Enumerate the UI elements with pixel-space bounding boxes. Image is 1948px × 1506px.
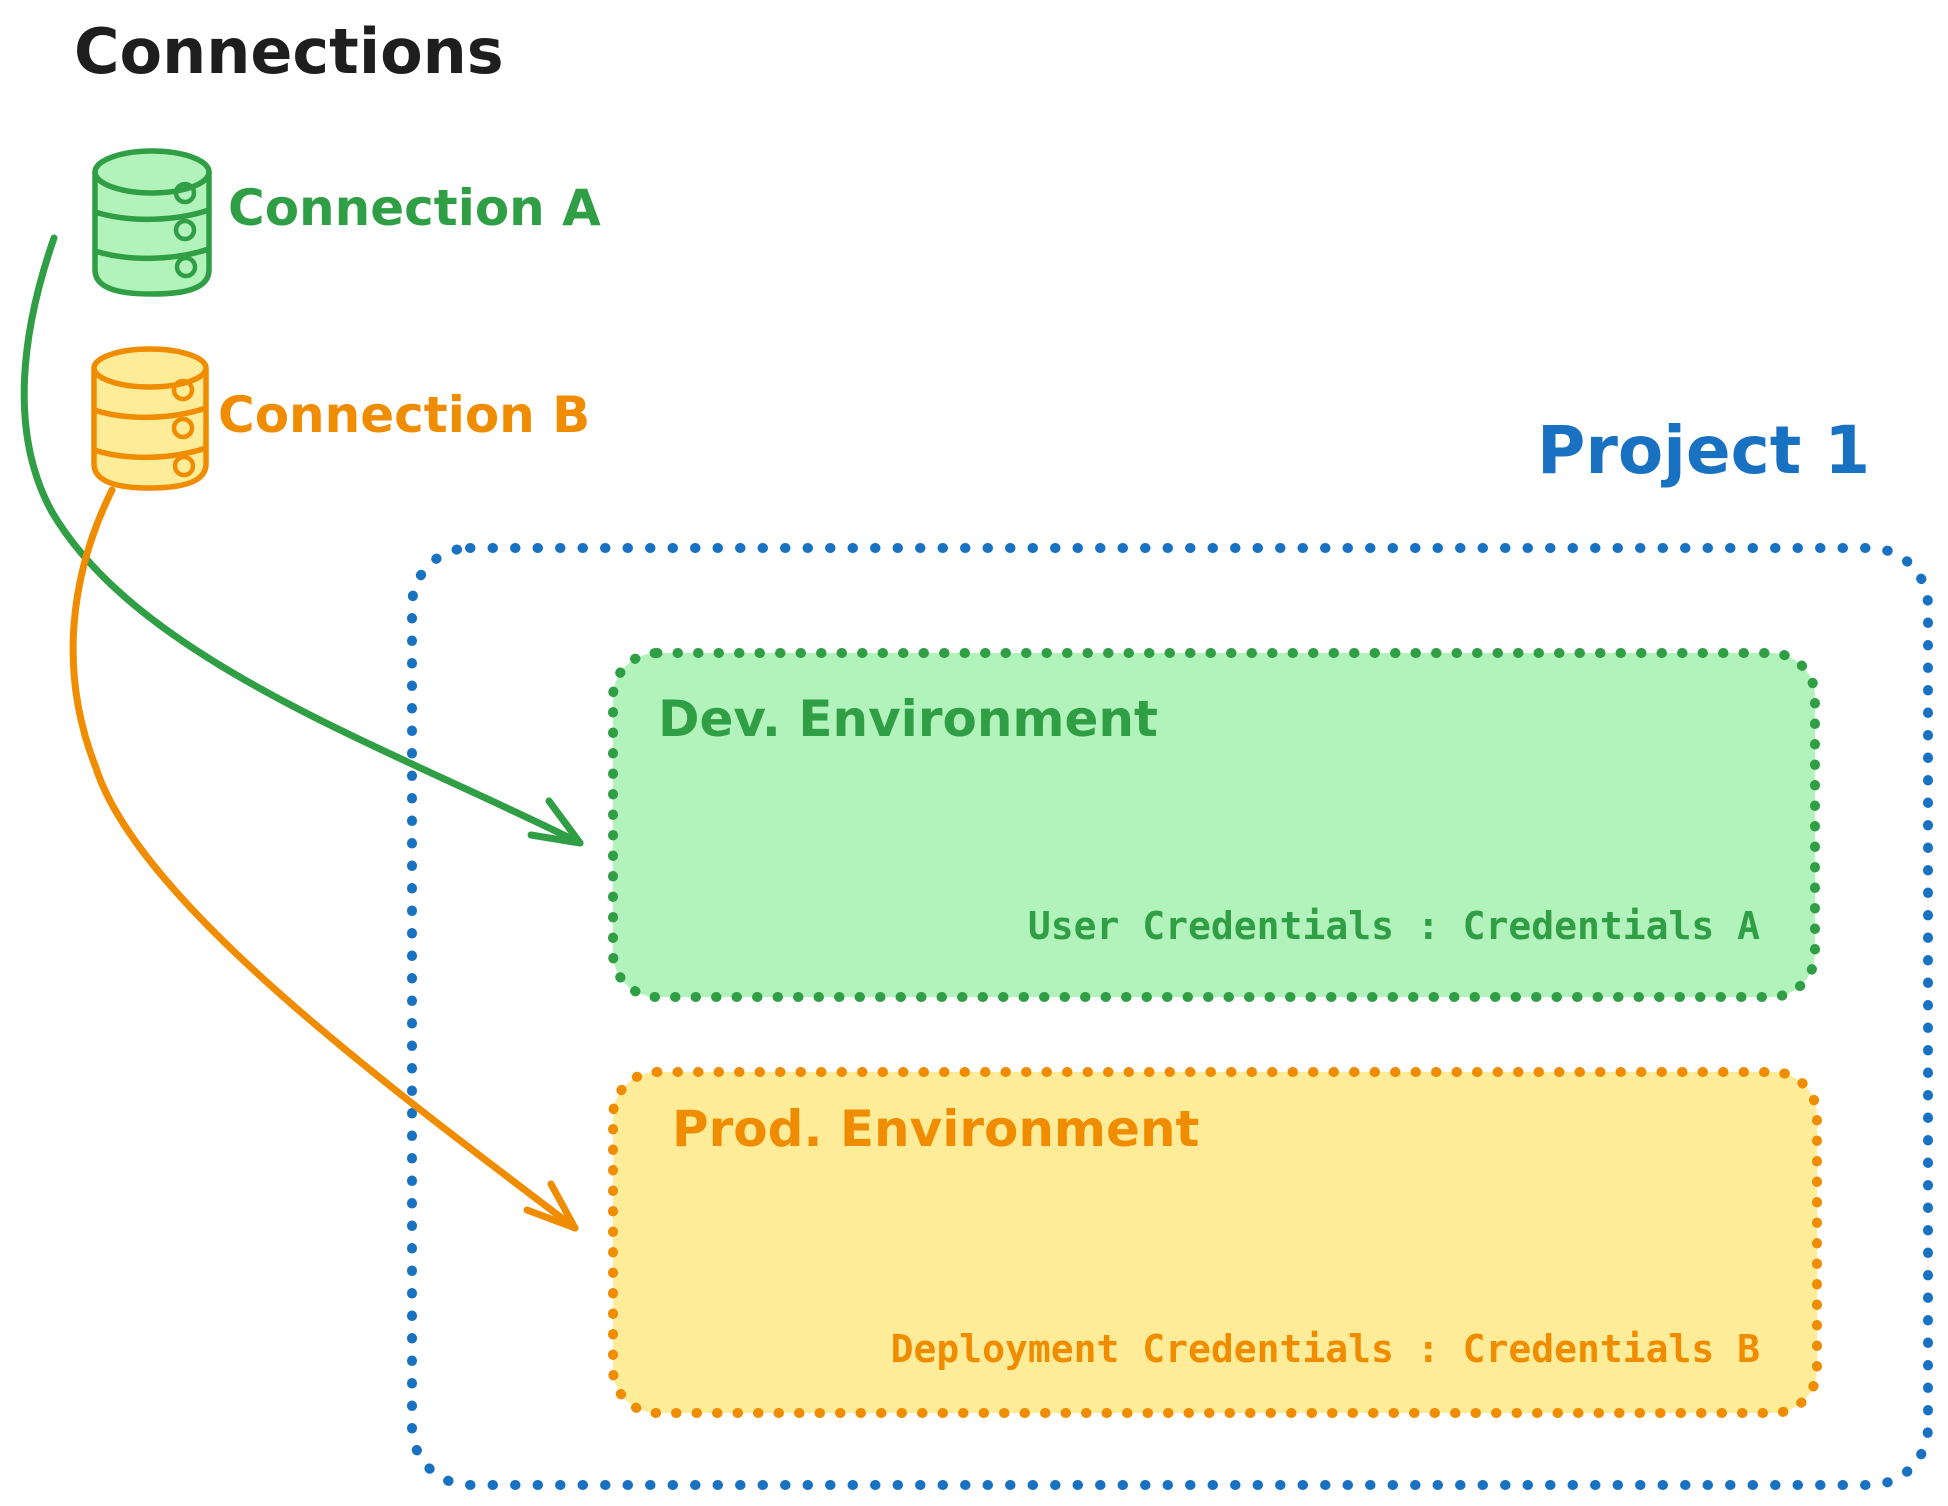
project-title: Project 1 [1537, 412, 1871, 489]
database-icon-connection-a [92, 148, 212, 297]
dev-environment-credentials: User Credentials : Credentials A [1027, 904, 1760, 948]
prod-environment-title: Prod. Environment [672, 1100, 1200, 1158]
dev-environment-box [608, 648, 1820, 1002]
database-icon-connection-b [91, 346, 209, 491]
arrow-connection-b-to-prod [69, 486, 579, 1232]
connection-a-label: Connection A [228, 179, 601, 237]
prod-environment-credentials: Deployment Credentials : Credentials B [890, 1327, 1760, 1371]
arrow-connection-a-to-dev [20, 234, 584, 847]
prod-environment-box [608, 1067, 1822, 1418]
dev-environment-title: Dev. Environment [658, 690, 1158, 748]
project-container-box [407, 543, 1933, 1490]
connection-b-label: Connection B [218, 386, 591, 444]
connections-title: Connections [74, 15, 504, 88]
